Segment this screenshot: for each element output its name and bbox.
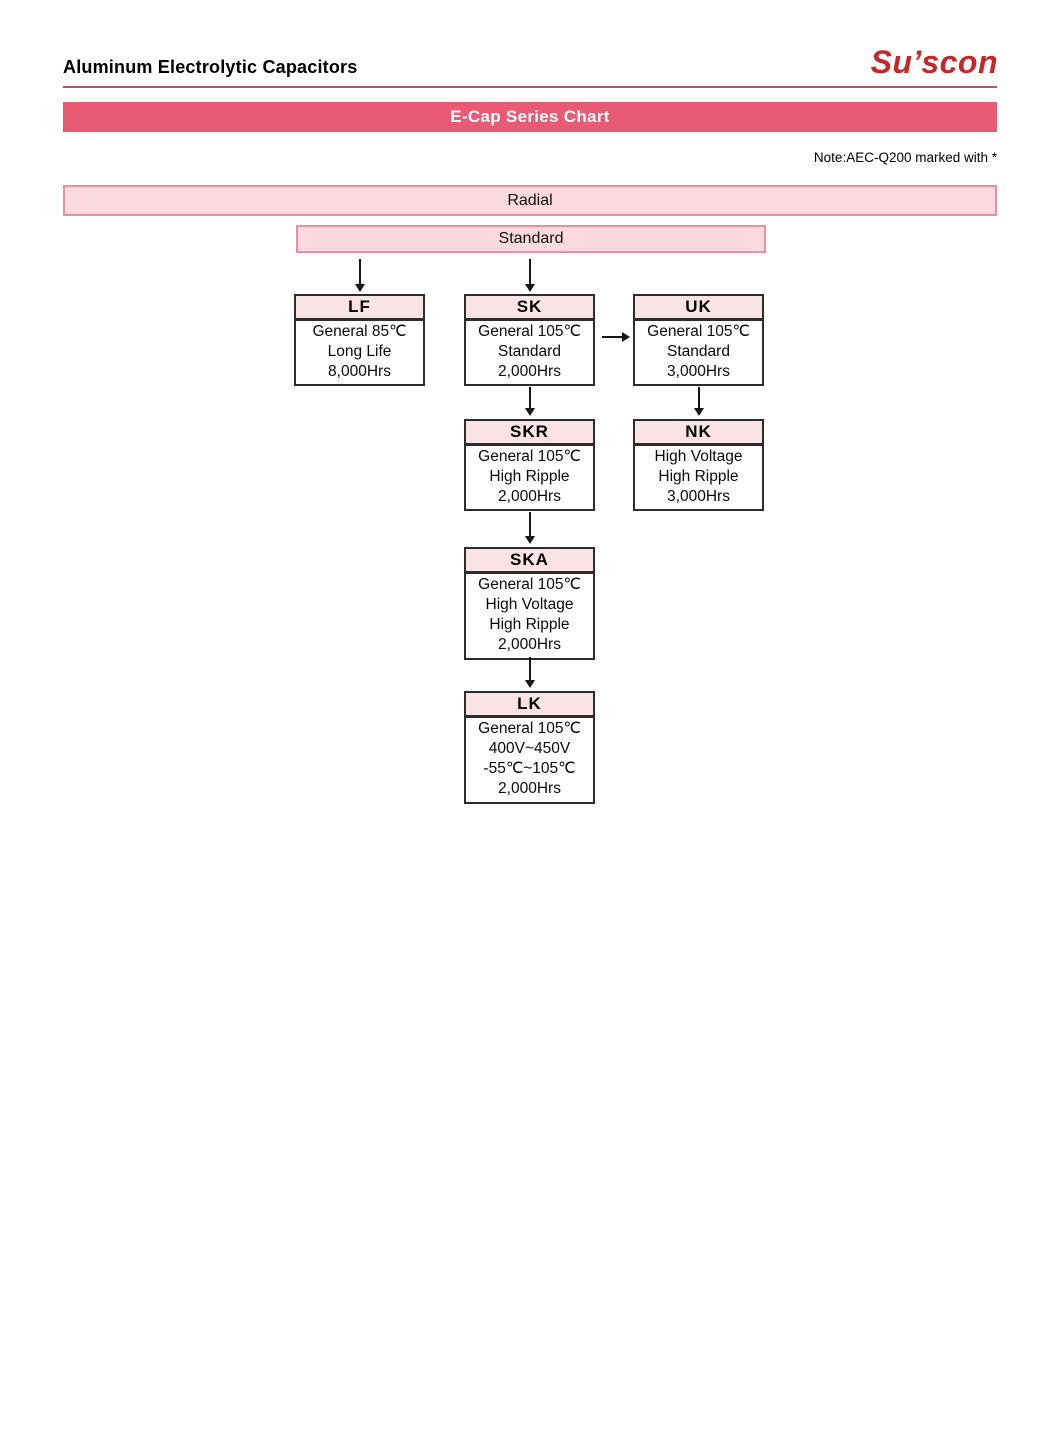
node-ska-code: SKA	[464, 547, 595, 573]
node-line: 2,000Hrs	[498, 636, 561, 654]
node-lk-body: General 105℃ 400V~450V -55℃~105℃ 2,000Hr…	[464, 716, 595, 804]
node-ska-body: General 105℃ High Voltage High Ripple 2,…	[464, 572, 595, 660]
node-line: 2,000Hrs	[498, 363, 561, 381]
group-banner-radial: Radial	[63, 185, 997, 216]
node-uk-code: UK	[633, 294, 764, 320]
arrow-uk-to-nk	[693, 387, 705, 416]
arrow-standard-to-lf	[354, 259, 366, 292]
node-line: General 105℃	[478, 322, 581, 340]
node-line: 400V~450V	[488, 739, 571, 757]
node-line: General 105℃	[647, 322, 750, 340]
page-title: Aluminum Electrolytic Capacitors	[63, 57, 358, 77]
node-line: 3,000Hrs	[667, 363, 730, 381]
header-divider	[63, 86, 997, 88]
node-uk: UK General 105℃ Standard 3,000Hrs	[633, 294, 764, 387]
node-line: Standard	[498, 342, 561, 360]
node-line: 3,000Hrs	[667, 488, 730, 506]
node-lf-code: LF	[294, 294, 425, 320]
node-nk-body: High Voltage High Ripple 3,000Hrs	[633, 444, 764, 512]
node-line: Long Life	[327, 342, 392, 360]
node-lf: LF General 85℃ Long Life 8,000Hrs	[294, 294, 425, 387]
node-line: General 105℃	[478, 447, 581, 465]
node-skr-body: General 105℃ High Ripple 2,000Hrs	[464, 444, 595, 512]
node-line: General 105℃	[478, 575, 581, 593]
node-line: 2,000Hrs	[498, 780, 561, 798]
node-line: General 105℃	[478, 719, 581, 737]
arrow-sk-to-uk	[602, 331, 630, 343]
node-skr-code: SKR	[464, 419, 595, 445]
node-sk-code: SK	[464, 294, 595, 320]
aec-q200-note: Note:AEC-Q200 marked with *	[813, 150, 997, 165]
arrow-standard-to-sk	[524, 259, 536, 292]
node-line: High Voltage	[654, 447, 743, 465]
series-chart-banner: E-Cap Series Chart	[63, 102, 997, 132]
node-line: High Ripple	[489, 616, 570, 634]
node-nk: NK High Voltage High Ripple 3,000Hrs	[633, 419, 764, 512]
node-sk-body: General 105℃ Standard 2,000Hrs	[464, 319, 595, 387]
arrow-skr-to-ska	[524, 512, 536, 544]
node-skr: SKR General 105℃ High Ripple 2,000Hrs	[464, 419, 595, 512]
node-line: High Voltage	[485, 595, 574, 613]
node-lf-body: General 85℃ Long Life 8,000Hrs	[294, 319, 425, 387]
node-sk: SK General 105℃ Standard 2,000Hrs	[464, 294, 595, 387]
node-ska: SKA General 105℃ High Voltage High Rippl…	[464, 547, 595, 660]
node-line: 2,000Hrs	[498, 488, 561, 506]
node-nk-code: NK	[633, 419, 764, 445]
node-line: General 85℃	[312, 322, 407, 340]
brand-logo: Su’scon	[870, 44, 998, 80]
arrow-sk-to-skr	[524, 387, 536, 416]
node-lk: LK General 105℃ 400V~450V -55℃~105℃ 2,00…	[464, 691, 595, 804]
node-line: 8,000Hrs	[328, 363, 391, 381]
arrow-ska-to-lk	[524, 657, 536, 688]
node-line: -55℃~105℃	[483, 760, 576, 778]
group-banner-standard: Standard	[296, 225, 766, 253]
node-line: High Ripple	[658, 467, 739, 485]
node-uk-body: General 105℃ Standard 3,000Hrs	[633, 319, 764, 387]
node-line: Standard	[667, 342, 730, 360]
node-line: High Ripple	[489, 467, 570, 485]
node-lk-code: LK	[464, 691, 595, 717]
